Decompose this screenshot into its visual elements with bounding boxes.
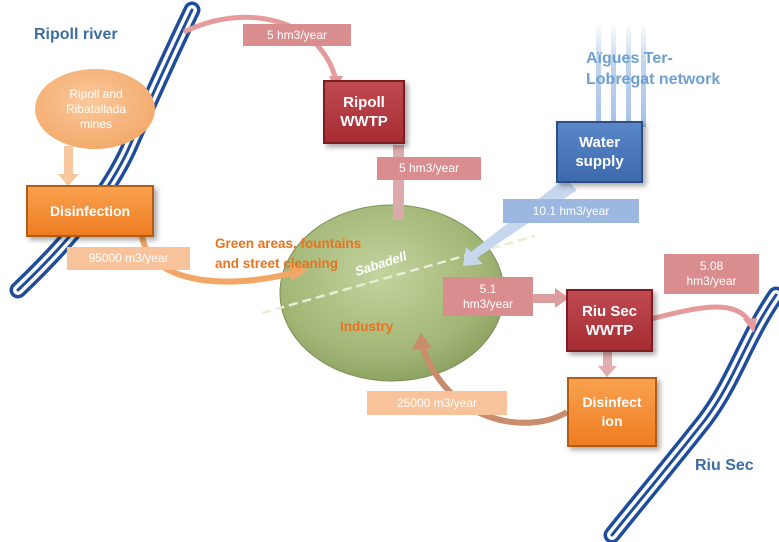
mines-label-line3: mines (79, 116, 112, 131)
mines-source-area (35, 69, 155, 149)
ripoll-wwtp-line2: WWTP (340, 113, 388, 130)
riu-sec-river-stream (603, 286, 779, 542)
flow-label-green-areas: 95000 m3/year (67, 247, 190, 270)
arrow-river-to-ripoll-wwtp (182, 14, 339, 81)
ripoll-river-stream (9, 1, 201, 299)
ripoll-river-label: Ripoll river (34, 26, 118, 43)
arrow-head (598, 366, 617, 377)
ripoll-wwtp-line1: Ripoll (343, 94, 385, 111)
flow-label-ripoll-in: 5 hm3/year (377, 157, 481, 180)
network-label-line1: Aïgues Ter- (586, 50, 673, 67)
disinfection-right-box: Disinfect ion (567, 377, 657, 447)
arrow-head (555, 288, 569, 308)
arrow-head (58, 174, 79, 186)
arrow-riu-sec-wwtp-to-river (650, 304, 753, 324)
mines-label-line1: Ripoll and (69, 86, 123, 101)
arrow-mines-to-disinfection (64, 146, 73, 176)
mines-label-line2: Ribatallada (65, 101, 127, 116)
arrow-head (290, 263, 308, 281)
flow-label-riu-sec-out: 5.08 hm3/year (664, 254, 759, 294)
green-areas-line1: Green areas, fountains (215, 236, 362, 251)
arrow-head (412, 333, 432, 350)
riu-sec-wwtp-box: Riu Sec WWTP (566, 289, 653, 352)
mines-label: Ripoll and Ribatallada mines (40, 80, 152, 138)
flow-label-riu-sec-out-line1: 5.08 (699, 259, 724, 273)
disinfection-left-label: Disinfection (49, 202, 131, 219)
ripoll-wwtp-box: Ripoll WWTP (323, 80, 405, 144)
water-supply-line1: Water (578, 134, 621, 151)
arrow-head (743, 318, 757, 333)
water-supply-line2: supply (575, 153, 624, 170)
flow-label-riu-sec-in: 5.1 hm3/year (443, 277, 533, 316)
flow-label-riu-sec-out-line2: hm3/year (686, 274, 737, 288)
city-divider-line (261, 234, 536, 315)
flow-label-industry-reuse: 25000 m3/year (367, 391, 507, 415)
water-supply-box: Water supply (556, 121, 643, 183)
disinfection-left-box: Disinfection (26, 185, 154, 237)
disinfection-right-line1: Disinfect (582, 394, 642, 410)
network-label: Aïgues Ter- Lobregat network (586, 48, 720, 90)
riu-sec-wwtp-line1: Riu Sec (581, 302, 638, 320)
arrow-disinfection-to-industry (419, 344, 569, 426)
riu-sec-wwtp-line2: WWTP (585, 321, 634, 339)
flow-label-water-supply: 10.1 hm3/year (503, 199, 639, 223)
flow-label-riu-sec-in-line1: 5.1 (479, 281, 497, 296)
green-areas-line2: and street cleaning (215, 256, 339, 271)
riu-sec-river-label: Riu Sec (695, 457, 754, 474)
network-pipes (596, 22, 646, 127)
flow-label-ripoll-out: 5 hm3/year (243, 24, 351, 46)
arrow-city-to-ripoll-wwtp (393, 145, 404, 220)
flow-label-riu-sec-in-line2: hm3/year (462, 296, 514, 311)
arrow-riu-sec-wwtp-to-disinfection (603, 351, 612, 368)
green-areas-label: Green areas, fountains and street cleani… (215, 234, 361, 274)
industry-label: Industry (340, 319, 394, 334)
arrow-city-to-riu-sec-wwtp (533, 294, 557, 303)
disinfection-right-line2: ion (601, 413, 623, 429)
network-label-line2: Lobregat network (586, 71, 721, 88)
